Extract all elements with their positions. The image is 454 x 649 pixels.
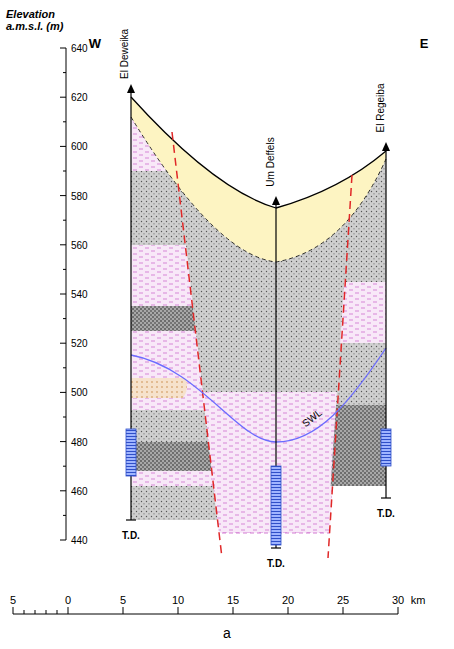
direction-label: E — [420, 37, 429, 51]
panel-letter: a — [223, 626, 231, 641]
axis-tick — [63, 171, 66, 172]
surface-layer — [131, 97, 386, 262]
axis-tick — [63, 269, 66, 270]
axis-tick — [60, 97, 66, 98]
axis-tick — [60, 48, 66, 49]
well-name: El Regeiba — [375, 84, 386, 133]
scale-value: 15 — [227, 594, 239, 606]
scale-tick — [68, 607, 69, 614]
scale-value: 0 — [65, 594, 71, 606]
axis-tick — [60, 195, 66, 196]
scale-value: 5 — [10, 594, 16, 606]
axis-tick — [63, 121, 66, 122]
scale-tick — [178, 607, 179, 614]
scale-unit: km — [411, 594, 426, 606]
total-depth: T.D. — [377, 508, 395, 519]
axis-tick — [63, 417, 66, 418]
axis-value: 480 — [71, 436, 88, 447]
well-name: El Deweika — [119, 29, 130, 79]
wells — [126, 88, 391, 548]
axis-value: 620 — [71, 92, 88, 103]
scale-tick — [123, 607, 124, 614]
scale-value: 25 — [337, 594, 349, 606]
total-depth: T.D. — [122, 530, 140, 541]
well-name: Um Deffels — [265, 137, 276, 186]
axis-tick — [63, 466, 66, 467]
scale-tick — [398, 607, 399, 614]
axis-tick — [60, 294, 66, 295]
scale-tick — [35, 610, 36, 614]
scale-tick — [343, 607, 344, 614]
scale-tick — [46, 610, 47, 614]
axis-tick — [63, 72, 66, 73]
scale-tick — [288, 607, 289, 614]
scale-value: 20 — [282, 594, 294, 606]
axis-value: 560 — [71, 239, 88, 250]
axis-tick — [60, 392, 66, 393]
scale-value: 30 — [392, 594, 404, 606]
scale-value: 10 — [172, 594, 184, 606]
axis-tick — [63, 318, 66, 319]
elevation-axis — [60, 48, 66, 540]
scale-bar — [13, 607, 398, 614]
scale-tick — [13, 607, 14, 614]
water-level — [131, 348, 386, 442]
scale-tick — [57, 610, 58, 614]
axis-value: 520 — [71, 338, 88, 349]
axis-tick — [60, 146, 66, 147]
axis-value: 440 — [71, 535, 88, 546]
well-heads — [127, 84, 390, 205]
fault-line — [172, 132, 222, 558]
scale-tick — [233, 607, 234, 614]
axis-tick — [63, 515, 66, 516]
scale-value: 5 — [120, 594, 126, 606]
axis-value: 540 — [71, 289, 88, 300]
ground-surface — [131, 97, 386, 208]
axis-tick — [63, 220, 66, 221]
axis-tick — [60, 490, 66, 491]
axis-tick — [60, 441, 66, 442]
axis-value: 460 — [71, 485, 88, 496]
axis-tick — [63, 367, 66, 368]
fault-line — [328, 175, 352, 558]
axis-value: 600 — [71, 141, 88, 152]
axis-value: 580 — [71, 190, 88, 201]
total-depth: T.D. — [267, 558, 285, 569]
axis-tick — [60, 244, 66, 245]
axis-value: 640 — [71, 43, 88, 54]
scale-tick — [24, 610, 25, 614]
axis-tick — [60, 540, 66, 541]
well-screens — [126, 429, 391, 545]
direction-label: W — [89, 37, 101, 51]
axis-value: 500 — [71, 387, 88, 398]
axis-tick — [60, 343, 66, 344]
axis-title: Elevation a.m.s.l. (m) — [6, 8, 86, 32]
